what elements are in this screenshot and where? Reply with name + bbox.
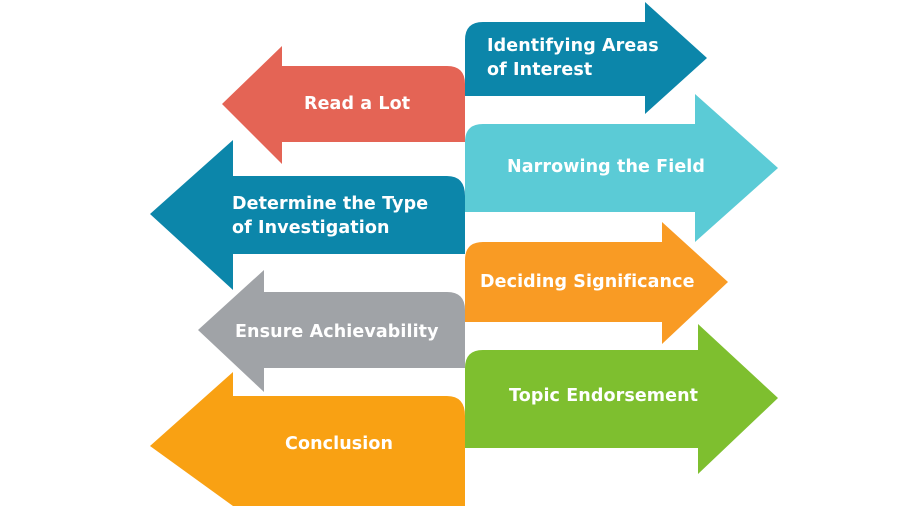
arrow-determine-type (150, 140, 465, 290)
label-line: Narrowing the Field (507, 157, 706, 177)
label-narrowing-the-field: Narrowing the Field (507, 155, 705, 179)
label-line: Conclusion (285, 434, 394, 454)
label-line: Read a Lot (304, 94, 411, 114)
label-topic-endorsement: Topic Endorsement (509, 384, 698, 408)
label-line: Deciding Significance (480, 272, 695, 292)
label-line: of Investigation (232, 218, 390, 238)
label-deciding-significance: Deciding Significance (480, 270, 695, 294)
label-read-a-lot: Read a Lot (304, 92, 410, 116)
arrow-identifying-areas (465, 2, 707, 114)
label-ensure-achievability: Ensure Achievability (235, 320, 439, 344)
arrow-ensure-achievability (198, 270, 465, 392)
arrow-read-a-lot (222, 46, 465, 164)
label-determine-type: Determine the Type of Investigation (232, 192, 428, 240)
label-identifying-areas: Identifying Areas of Interest (487, 34, 659, 82)
label-line: Determine the Type (232, 194, 429, 214)
arrow-topic-endorsement (465, 324, 778, 474)
label-line: Ensure Achievability (235, 322, 439, 342)
arrow-narrowing-the-field (465, 94, 778, 242)
label-line: Identifying Areas (487, 36, 659, 56)
arrow-deciding-significance (465, 222, 728, 344)
label-line: of Interest (487, 60, 593, 80)
arrow-conclusion (150, 372, 465, 506)
label-line: Topic Endorsement (509, 386, 699, 406)
label-conclusion: Conclusion (285, 432, 393, 456)
